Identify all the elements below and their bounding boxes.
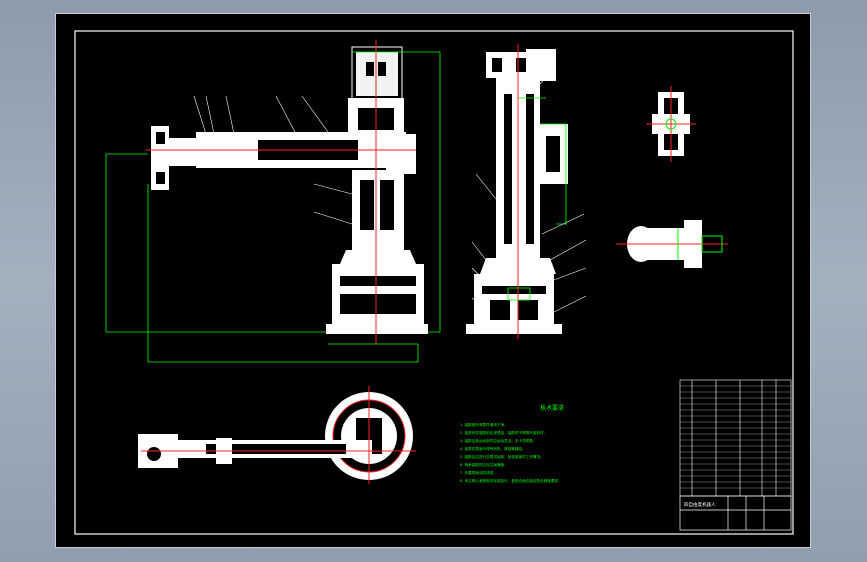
tech-line-5: 5. 装配后应进行空载试运转，检查各部件工作情况。 — [460, 454, 544, 459]
detail-a-centerlines — [646, 86, 696, 162]
front-view — [151, 46, 428, 334]
tech-requirements: 技术要求 1. 装配前所有零件清洗干净。 2. 各密封件装配前应浸透油，装配时不… — [460, 404, 564, 483]
title-block-name: 四自由度机器人 — [684, 501, 716, 508]
drawing-border — [74, 30, 794, 535]
tech-line-8: 8. 未注明公差按相关标准执行，各配合面应保证配合精度要求。 — [460, 478, 562, 483]
detail-a-hole — [665, 118, 677, 130]
parts-list-rows — [680, 385, 791, 489]
tech-line-7: 7. 外露表面涂防锈漆。 — [460, 470, 497, 475]
tech-line-4: 4. 各零件表面不得有划伤、锈蚀等缺陷。 — [460, 446, 526, 451]
parts-list — [679, 379, 792, 497]
tech-requirements-heading: 技术要求 — [540, 404, 564, 412]
detail-b-dimensions — [677, 228, 723, 260]
side-dimensions — [507, 97, 567, 301]
top-view-centerlines — [141, 386, 416, 484]
top-view — [138, 392, 413, 480]
front-centerlines — [146, 40, 416, 344]
title-block — [679, 495, 792, 531]
drawing-canvas[interactable]: 技术要求 1. 装配前所有零件清洗干净。 2. 各密封件装配前应浸透油，装配时不… — [55, 13, 811, 548]
front-leaders — [193, 95, 353, 225]
side-view — [466, 49, 568, 334]
cad-drawing: 技术要求 1. 装配前所有零件清洗干净。 2. 各密封件装配前应浸透油，装配时不… — [74, 30, 794, 535]
side-leaders — [471, 65, 587, 313]
tech-line-2: 2. 各密封件装配前应浸透油，装配时不得损坏密封件。 — [460, 430, 547, 435]
tech-line-6: 6. 轴承装配时应加注润滑脂。 — [460, 462, 508, 467]
tech-line-3: 3. 装配后各运动部件应运动灵活，无卡滞现象。 — [460, 438, 536, 443]
front-dimensions — [105, 51, 441, 363]
tech-line-1: 1. 装配前所有零件清洗干净。 — [460, 422, 508, 427]
